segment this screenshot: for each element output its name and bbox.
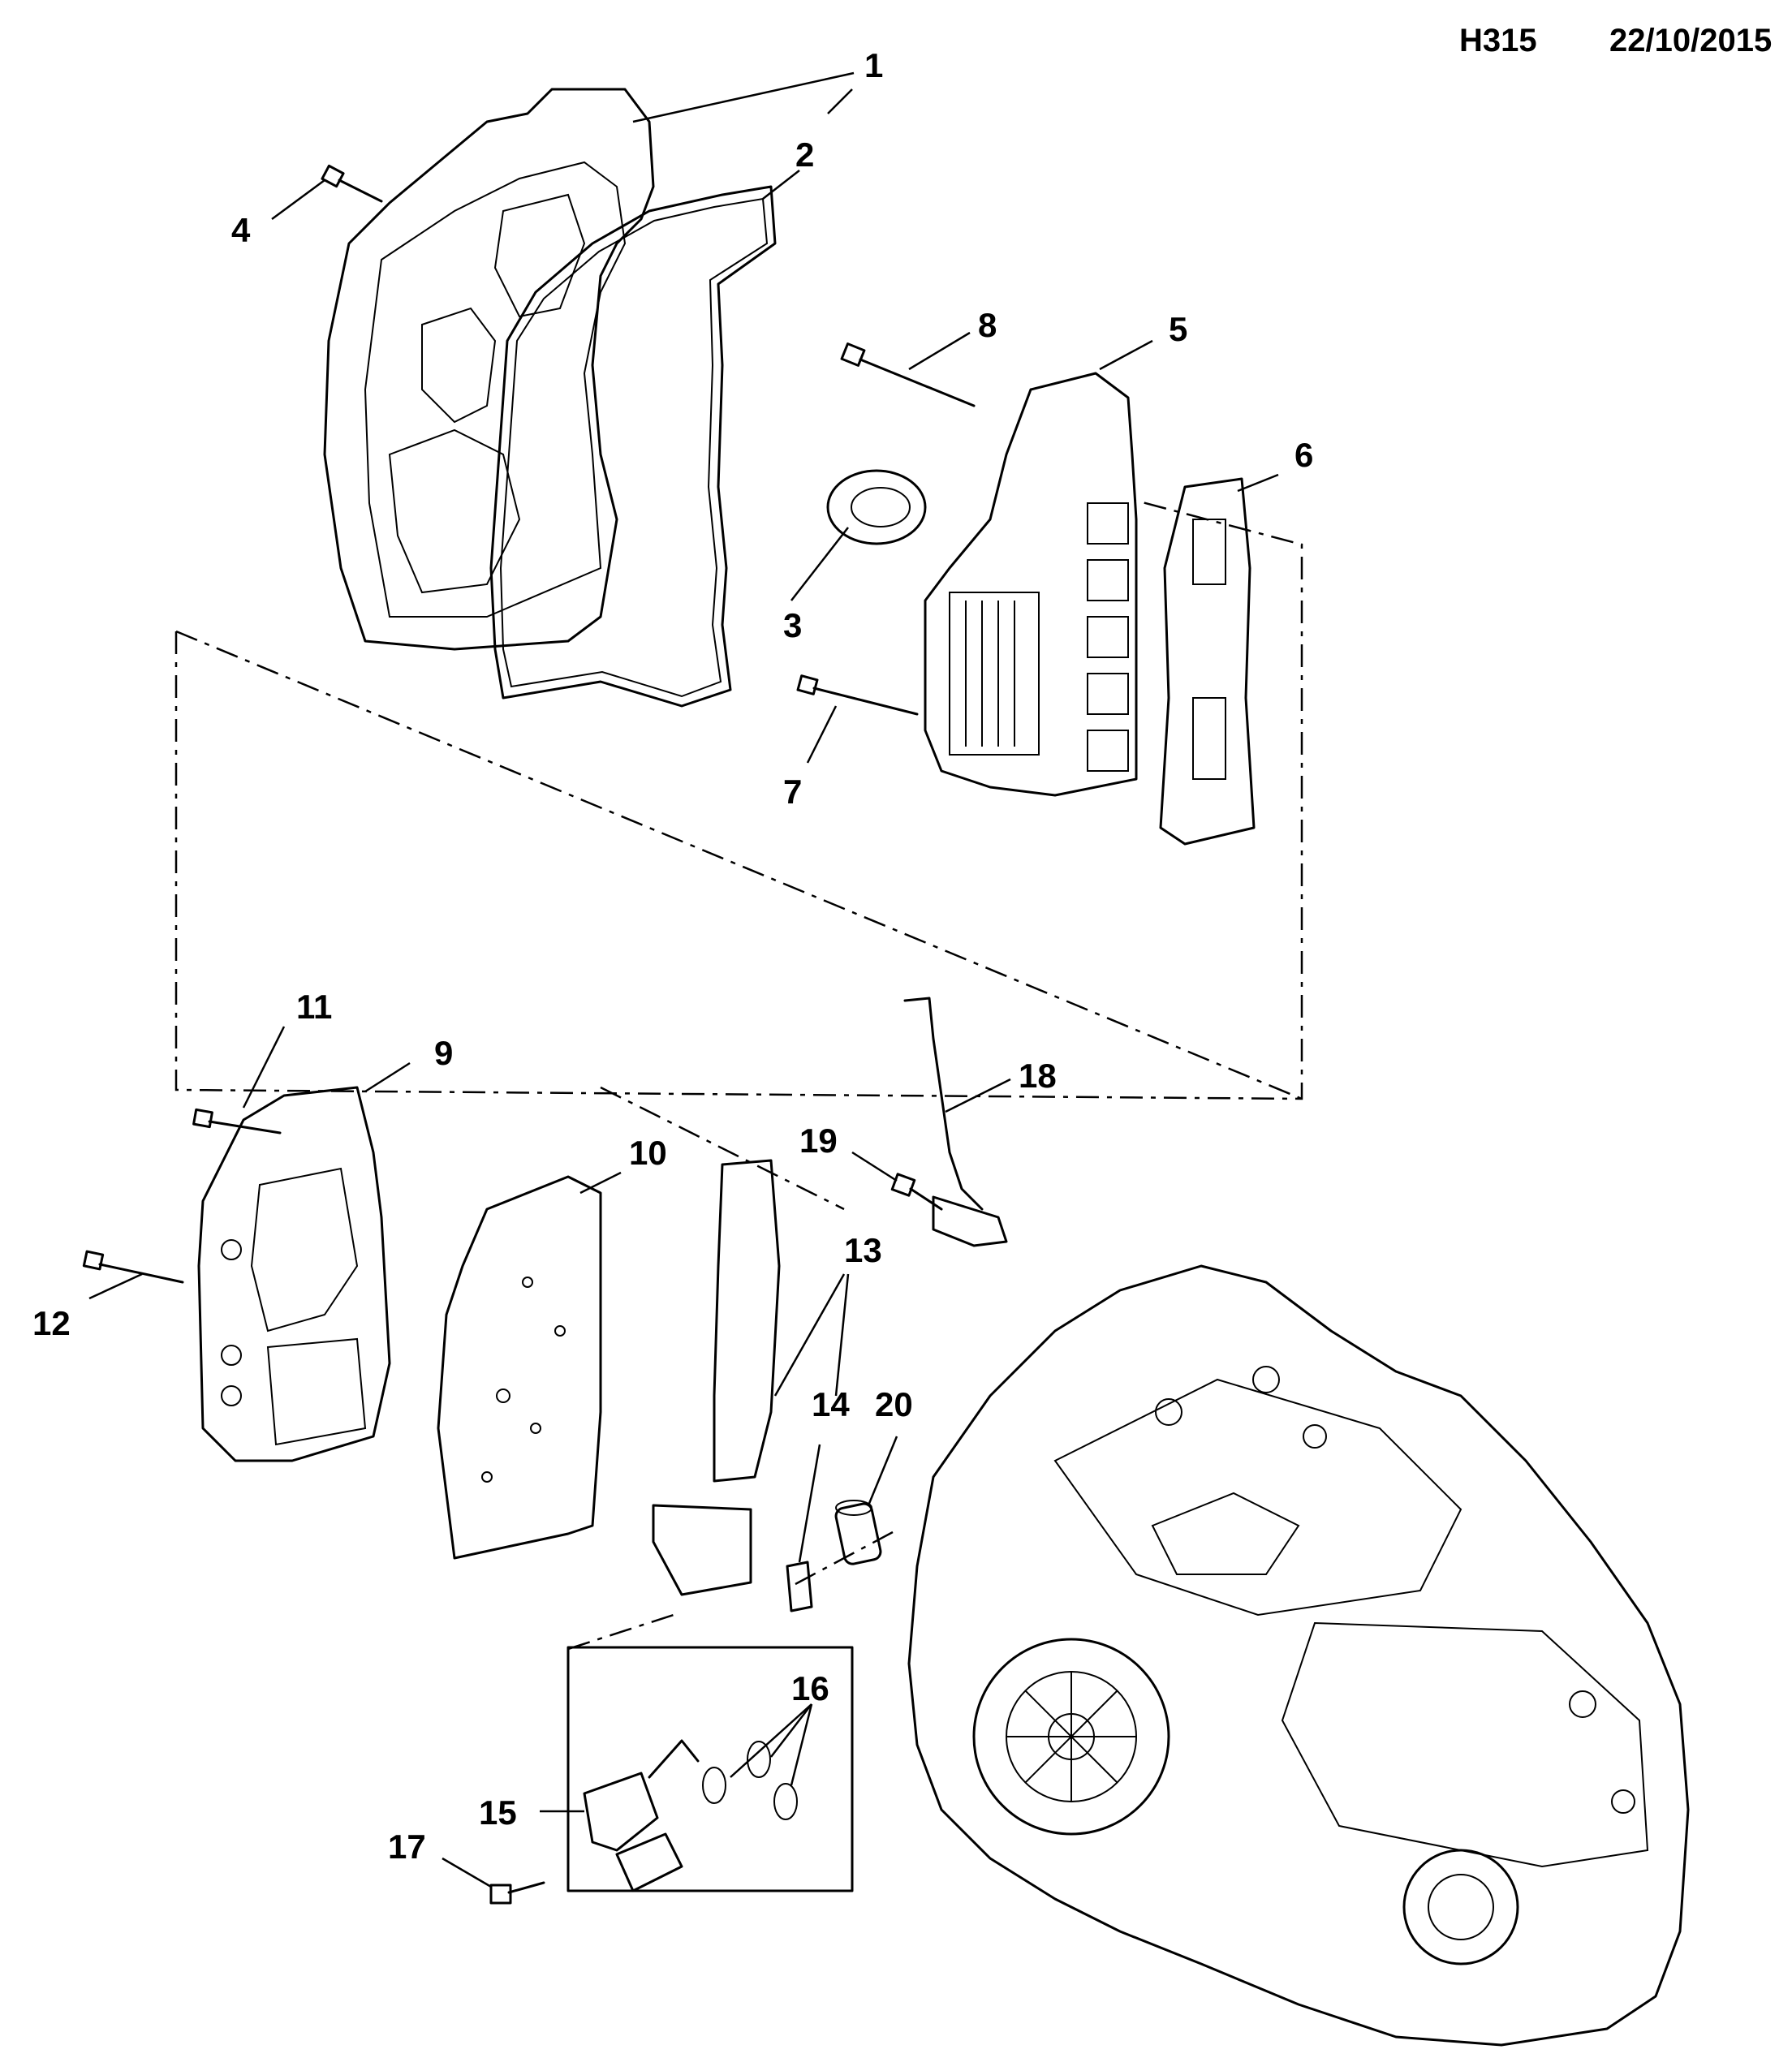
leader-lines bbox=[88, 71, 1279, 1888]
callout-2: 2 bbox=[795, 136, 814, 174]
leader-16c bbox=[790, 1703, 813, 1786]
bolt-12 bbox=[82, 1250, 184, 1284]
valve-body-cover bbox=[323, 88, 655, 651]
leader-7 bbox=[806, 705, 838, 764]
callout-7: 7 bbox=[783, 773, 802, 811]
leader-13a bbox=[773, 1273, 846, 1397]
transmission-housing bbox=[907, 1264, 1690, 2047]
leader-4 bbox=[271, 179, 325, 221]
bolt-7 bbox=[796, 674, 919, 716]
callout-13: 13 bbox=[844, 1231, 882, 1269]
bolt-17 bbox=[489, 1881, 545, 1905]
leader-3 bbox=[790, 527, 849, 601]
callout-17: 17 bbox=[388, 1828, 426, 1866]
leader-18 bbox=[945, 1078, 1011, 1113]
bolt-19 bbox=[890, 1173, 943, 1211]
callout-14: 14 bbox=[812, 1385, 850, 1423]
cover-gasket bbox=[489, 185, 777, 708]
assembly-line-valve bbox=[600, 1086, 845, 1211]
leader-6 bbox=[1237, 473, 1279, 493]
callout-20: 20 bbox=[875, 1385, 913, 1423]
callout-6: 6 bbox=[1294, 436, 1313, 474]
callout-11: 11 bbox=[296, 988, 332, 1026]
seal-ring bbox=[826, 469, 927, 545]
callout-16: 16 bbox=[791, 1669, 829, 1707]
bushing bbox=[834, 1500, 882, 1565]
leader-2 bbox=[762, 170, 800, 200]
callout-5: 5 bbox=[1169, 310, 1187, 348]
callout-19: 19 bbox=[799, 1122, 838, 1160]
bolt-8 bbox=[840, 342, 976, 407]
leader-12 bbox=[88, 1272, 143, 1300]
bolt-11 bbox=[192, 1108, 282, 1134]
leader-13b bbox=[834, 1273, 850, 1397]
control-solenoid-body bbox=[924, 372, 1138, 797]
diagram-date: 22/10/2015 bbox=[1609, 23, 1773, 58]
leader-19 bbox=[851, 1151, 898, 1182]
callout-8: 8 bbox=[978, 306, 997, 344]
speed-sensor bbox=[903, 997, 1008, 1247]
leader-16a bbox=[730, 1703, 812, 1778]
callout-9: 9 bbox=[434, 1034, 453, 1072]
bolt-4 bbox=[321, 164, 383, 203]
callout-4: 4 bbox=[231, 211, 251, 249]
leader-14 bbox=[798, 1444, 821, 1563]
solenoid-gasket bbox=[1159, 477, 1256, 846]
leader-17 bbox=[442, 1857, 492, 1888]
valve-body bbox=[197, 1086, 391, 1462]
leader-5 bbox=[1099, 339, 1153, 371]
callout-labels: 1 2 3 4 5 6 7 8 9 10 11 12 13 14 15 16 1… bbox=[32, 46, 1313, 1866]
leader-11 bbox=[242, 1026, 286, 1109]
leader-1 bbox=[632, 71, 855, 123]
callout-12: 12 bbox=[32, 1304, 71, 1342]
leader-9 bbox=[364, 1061, 411, 1093]
separator-plate bbox=[437, 1175, 602, 1560]
leader-10 bbox=[579, 1171, 622, 1195]
diagram-header: H315 22/10/2015 bbox=[0, 23, 1792, 71]
leader-8 bbox=[908, 331, 971, 371]
leader-20 bbox=[867, 1436, 898, 1506]
assembly-line-bolt bbox=[567, 1613, 674, 1651]
leader-16b bbox=[770, 1703, 812, 1758]
wiring-harness bbox=[652, 1159, 781, 1596]
assembly-outline-upper bbox=[174, 499, 1303, 1100]
callout-15: 15 bbox=[479, 1793, 517, 1832]
sensor-detail-box bbox=[566, 1646, 854, 1892]
callout-18: 18 bbox=[1019, 1057, 1057, 1095]
callout-10: 10 bbox=[629, 1134, 667, 1172]
leader-1b bbox=[827, 88, 853, 114]
diagram-code: H315 bbox=[1459, 23, 1537, 58]
bracket bbox=[786, 1561, 813, 1612]
callout-1: 1 bbox=[864, 46, 883, 84]
callout-3: 3 bbox=[783, 606, 802, 644]
assembly-line-upper bbox=[175, 630, 1303, 1100]
